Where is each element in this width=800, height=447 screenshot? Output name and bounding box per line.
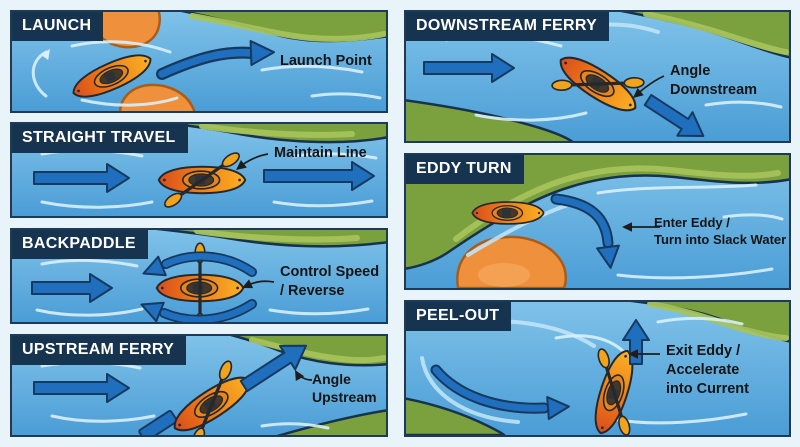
annotation-control-speed: Control Speed / Reverse bbox=[280, 264, 380, 299]
panel-backpaddle: BACKPADDLE Control Speed / Reverse bbox=[10, 228, 388, 324]
eddy-turn-arrow bbox=[550, 193, 620, 269]
river-bank bbox=[406, 397, 506, 435]
upstream-ferry-scene bbox=[12, 336, 386, 435]
current-arrow bbox=[31, 273, 113, 303]
current-arrow bbox=[430, 364, 570, 420]
exit-direction-arrow bbox=[622, 319, 650, 365]
current-arrow bbox=[33, 373, 130, 403]
travel-direction-arrow bbox=[263, 161, 375, 191]
panel-title: PEEL-OUT bbox=[406, 302, 512, 331]
ferry-direction-arrow bbox=[643, 93, 705, 137]
launch-direction-arrow bbox=[156, 40, 275, 80]
river-bank bbox=[406, 99, 574, 141]
ferry-line-dash bbox=[138, 409, 178, 435]
pointer-arrow bbox=[242, 279, 275, 289]
annotation-angle-upstream: Angle Upstream bbox=[312, 371, 377, 406]
launch-scene bbox=[12, 12, 386, 111]
kayak bbox=[471, 201, 545, 225]
panel-peel-out: PEEL-OUT Exit Eddy / Accelerate into Cur… bbox=[404, 300, 791, 437]
panel-straight-travel: STRAIGHT TRAVEL Maintain Line bbox=[10, 122, 388, 218]
pointer-arrow bbox=[633, 75, 665, 98]
panel-eddy-turn: EDDY TURN Enter Eddy / Turn into Slack W… bbox=[404, 153, 791, 290]
panel-title: STRAIGHT TRAVEL bbox=[12, 124, 188, 153]
backpaddle-arrow-lower bbox=[140, 299, 257, 322]
panel-title: BACKPADDLE bbox=[12, 230, 148, 259]
pointer-arrow bbox=[628, 349, 660, 359]
panel-launch: LAUNCH Launch Point bbox=[10, 10, 388, 113]
backpaddle-arrow-upper bbox=[142, 251, 257, 277]
pointer-arrow bbox=[622, 222, 660, 232]
annotation-maintain-line: Maintain Line bbox=[274, 145, 367, 161]
panel-title: EDDY TURN bbox=[406, 155, 524, 184]
panel-title: DOWNSTREAM FERRY bbox=[406, 12, 610, 41]
pointer-arrow bbox=[236, 153, 269, 170]
pointer-arrow bbox=[295, 370, 313, 382]
river-bank bbox=[276, 409, 386, 435]
current-arrow bbox=[423, 53, 515, 83]
annotation-enter-eddy: Enter Eddy / Turn into Slack Water bbox=[654, 215, 787, 247]
current-arrow bbox=[33, 163, 130, 193]
annotation-launch-point: Launch Point bbox=[280, 53, 372, 69]
ferry-direction-arrow bbox=[239, 344, 308, 393]
panel-upstream-ferry: UPSTREAM FERRY Angle Upstream bbox=[10, 334, 388, 437]
panel-downstream-ferry: DOWNSTREAM FERRY Angle Downstream bbox=[404, 10, 791, 143]
panel-title: UPSTREAM FERRY bbox=[12, 336, 187, 365]
annotation-angle-downstream: Angle Downstream bbox=[670, 63, 758, 98]
annotation-exit-eddy: Exit Eddy / Accelerate into Current bbox=[666, 343, 749, 397]
panel-title: LAUNCH bbox=[12, 12, 104, 41]
